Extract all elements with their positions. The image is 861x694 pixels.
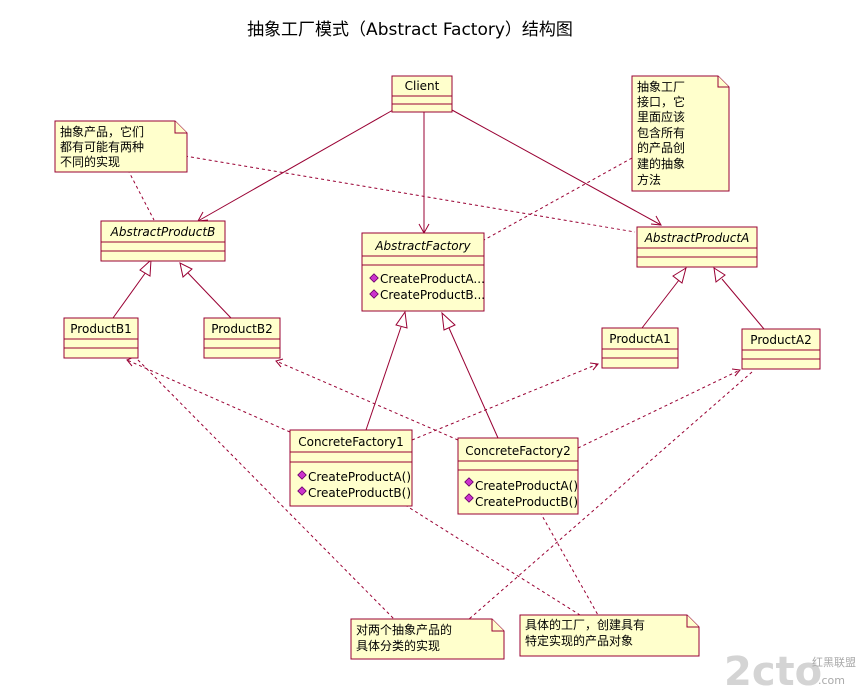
class-abstract-product-b[interactable]: AbstractProductB — [100, 220, 226, 262]
generalization-b2-to-abstract-product-b — [179, 262, 232, 319]
note-line: 方法 — [637, 172, 661, 187]
class-client[interactable]: Client — [391, 75, 453, 113]
note-line: 具体分类的实现 — [356, 638, 440, 653]
operation-icon — [369, 289, 379, 299]
class-product-a1[interactable]: ProductA1 — [601, 327, 679, 369]
class-concrete-factory1[interactable]: ConcreteFactory1 CreateProductA() Create… — [289, 429, 413, 507]
note-line: 抽象工厂 — [637, 80, 685, 94]
class-abstract-factory[interactable]: AbstractFactory CreateProductA... Create… — [361, 232, 485, 312]
note-line: 都有可能有两种 — [60, 140, 144, 154]
association-client-to-abstract-product-b — [197, 109, 394, 222]
dependency-cf2-to-product-a2 — [577, 368, 741, 449]
class-concrete-factory2[interactable]: ConcreteFactory2 CreateProductA() Create… — [457, 437, 579, 515]
association-client-to-abstract-product-a — [451, 109, 662, 226]
note-anchor-two-products-a2 — [467, 371, 753, 621]
generalization-a2-to-abstract-product-a — [713, 266, 765, 330]
operation-create-product-b: CreateProductB() — [308, 486, 411, 500]
class-name: ProductA2 — [750, 333, 811, 347]
operation-icon — [464, 477, 474, 487]
class-name: ConcreteFactory1 — [298, 435, 404, 449]
watermark: 2cto 红黑联盟 .com — [724, 649, 856, 694]
operation-icon — [297, 470, 307, 480]
note-abstract-product: 抽象产品，它们 都有可能有两种 不同的实现 — [54, 120, 188, 173]
dependency-cf1-to-product-a1 — [411, 362, 599, 441]
class-abstract-product-a[interactable]: AbstractProductA — [636, 226, 758, 268]
operation-create-product-a: CreateProductA() — [475, 479, 578, 493]
class-name: AbstractProductB — [110, 225, 216, 239]
note-line: 特定实现的产品对象 — [525, 633, 633, 648]
note-line: 抽象产品，它们 — [60, 124, 144, 139]
operation-icon — [297, 486, 307, 496]
operation-icon — [464, 493, 474, 503]
note-anchor-abstract-factory — [483, 157, 633, 241]
operation-create-product-b: CreateProductB... — [380, 288, 485, 302]
note-anchor-two-products-b1 — [137, 359, 396, 621]
operation-create-product-b: CreateProductB() — [475, 495, 578, 509]
note-anchor-concrete-factory2 — [539, 511, 599, 616]
generalization-cf2-to-abstract-factory — [441, 311, 499, 439]
note-line: 的产品创 — [637, 140, 685, 155]
class-name: ConcreteFactory2 — [465, 444, 571, 458]
dependency-cf2-to-product-b2 — [275, 358, 459, 441]
class-name: ProductA1 — [609, 332, 670, 346]
operation-create-product-a: CreateProductA() — [308, 470, 411, 484]
note-line: 不同的实现 — [60, 154, 120, 169]
operation-create-product-a: CreateProductA... — [380, 272, 485, 286]
diagram-title: 抽象工厂模式（Abstract Factory）结构图 — [247, 20, 573, 40]
class-name: ProductB2 — [211, 322, 272, 336]
generalization-cf1-to-abstract-factory — [365, 310, 408, 431]
note-line: 对两个抽象产品的 — [356, 622, 452, 637]
class-product-b2[interactable]: ProductB2 — [203, 317, 281, 359]
dependency-cf1-to-product-b1 — [126, 356, 291, 433]
note-anchor-abstract-product-to-b — [127, 169, 155, 221]
generalization-b1-to-abstract-product-b — [112, 258, 152, 319]
watermark-suffix: .com — [818, 674, 845, 687]
note-line: 包含所有 — [637, 125, 685, 140]
generalization-a1-to-abstract-product-a — [641, 266, 687, 329]
class-name: AbstractProductA — [644, 231, 750, 245]
operation-icon — [369, 273, 379, 283]
note-anchor-concrete-factory1 — [404, 504, 581, 616]
note-line: 建的抽象 — [637, 156, 685, 171]
class-name: ProductB1 — [70, 322, 131, 336]
note-anchor-abstract-product-to-a — [184, 155, 636, 233]
note-concrete-factory: 具体的工厂，创建具有 特定实现的产品对象 — [519, 614, 700, 657]
note-line: 里面应该 — [637, 109, 685, 124]
class-name: AbstractFactory — [374, 239, 471, 253]
class-product-a2[interactable]: ProductA2 — [741, 328, 821, 370]
note-abstract-factory: 抽象工厂 接口，它 里面应该 包含所有 的产品创 建的抽象 方法 — [631, 75, 730, 192]
note-line: 具体的工厂，创建具有 — [525, 617, 645, 632]
note-line: 接口，它 — [637, 94, 685, 109]
class-product-b1[interactable]: ProductB1 — [63, 317, 139, 359]
class-name: Client — [405, 79, 440, 93]
watermark-brand: 2cto — [724, 649, 822, 694]
watermark-tagline: 红黑联盟 — [812, 656, 856, 669]
association-client-to-abstract-factory — [418, 112, 430, 235]
note-two-products: 对两个抽象产品的 具体分类的实现 — [350, 618, 505, 660]
